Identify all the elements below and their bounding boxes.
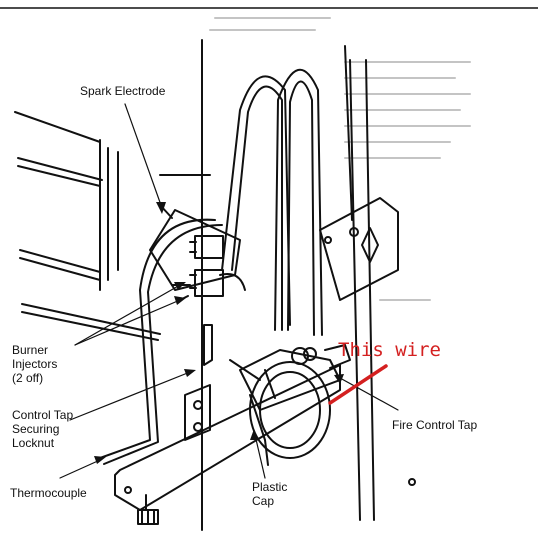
label-burner-injectors-2: Injectors — [12, 357, 58, 371]
label-control-tap-2: Securing — [12, 422, 60, 436]
leader-spark-electrode — [124, 103, 163, 209]
leader-burner-injectors-b — [74, 299, 181, 346]
faint-background-text — [209, 17, 471, 301]
label-control-tap-3: Locknut — [12, 436, 55, 450]
label-burner-injectors-1: Burner — [12, 343, 49, 357]
label-thermocouple: Thermocouple — [10, 486, 87, 500]
leader-thermocouple — [59, 459, 101, 479]
locknut-bolt — [137, 494, 159, 525]
leader-burner-injectors-a — [74, 284, 181, 346]
fire-control-tap — [229, 344, 351, 466]
annotation-this-wire: This wire — [338, 339, 441, 361]
leader-fire-control-tap — [339, 377, 399, 411]
label-plastic-cap-1: Plastic — [252, 480, 288, 494]
thermocouple-tube — [99, 218, 246, 465]
label-spark-electrode: Spark Electrode — [80, 84, 166, 98]
u-tube-loops — [221, 69, 323, 336]
leader-lines — [59, 103, 399, 479]
leader-arrowheads — [94, 202, 344, 464]
leader-plastic-cap — [254, 434, 266, 479]
label-fire-control-tap: Fire Control Tap — [392, 418, 478, 432]
right-bracket — [319, 197, 399, 301]
fire-cabinet — [14, 39, 375, 531]
label-burner-injectors-3: (2 off) — [12, 371, 44, 385]
label-plastic-cap-2: Cap — [252, 494, 275, 508]
mounting-plate — [114, 324, 416, 511]
red-annotation-line — [328, 364, 388, 405]
label-control-tap-1: Control Tap — [12, 408, 74, 422]
leader-control-tap — [69, 371, 191, 421]
